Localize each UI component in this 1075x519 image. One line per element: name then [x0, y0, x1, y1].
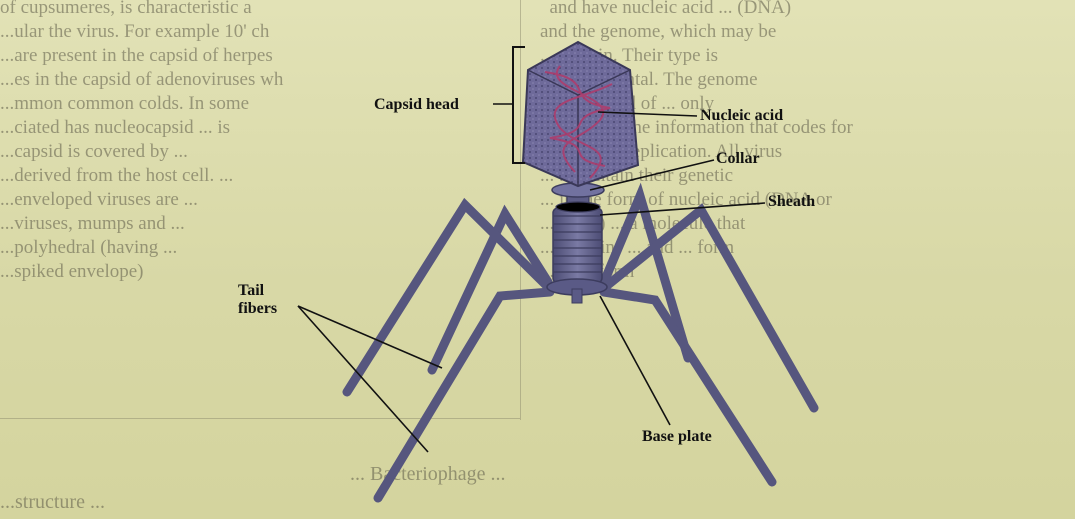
tail-fiber-front-left: [378, 292, 550, 498]
base-plate-leader-line: [600, 296, 670, 425]
tail-fibers-label-line1: Tail: [238, 282, 264, 300]
capsid-head-label: Capsid head: [374, 96, 459, 114]
base-plate: [547, 279, 607, 303]
tail-fiber-front-right: [604, 292, 772, 482]
collar-label: Collar: [716, 150, 760, 168]
nucleic-acid-label: Nucleic acid: [700, 107, 783, 125]
base-plate-label: Base plate: [642, 428, 712, 446]
tail-fibers-leader-line-lower: [298, 306, 428, 452]
capsid-head: [523, 42, 638, 186]
collar: [552, 183, 604, 212]
sheath-leader-line: [600, 203, 765, 215]
tail-fibers-label-line2: fibers: [238, 300, 277, 318]
sheath-label: Sheath: [768, 193, 815, 211]
sheath: [553, 208, 602, 283]
